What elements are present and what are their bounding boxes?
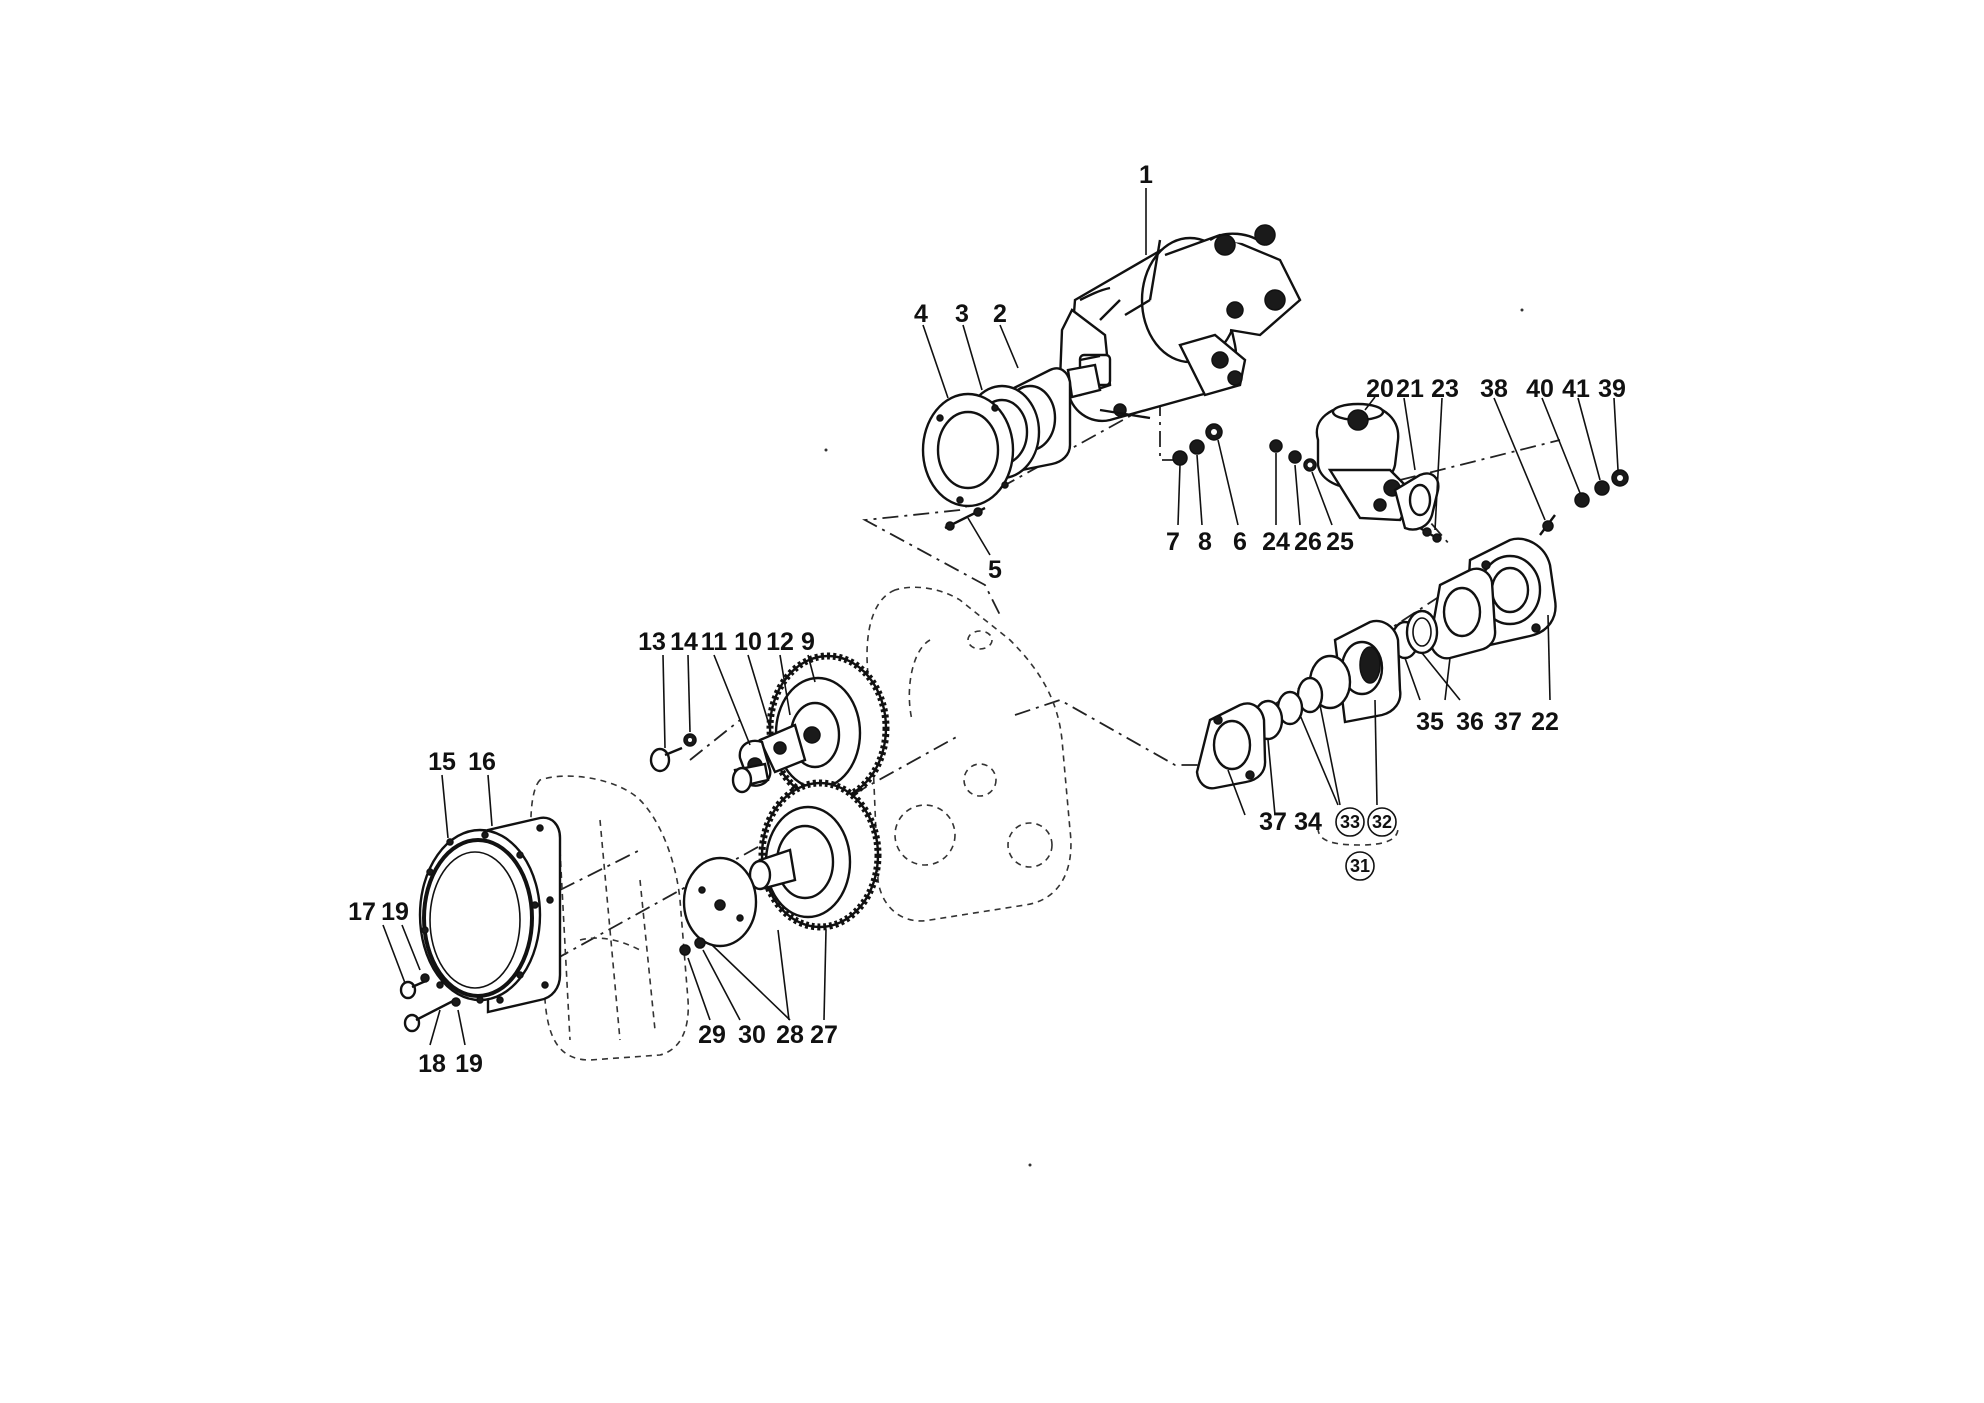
label-1: 1 xyxy=(1139,161,1153,189)
label-32: 32 xyxy=(1372,812,1392,832)
label-22: 22 xyxy=(1531,708,1559,736)
label-24: 24 xyxy=(1262,528,1290,556)
engine-block-ghost xyxy=(530,775,690,1061)
label-20: 20 xyxy=(1366,375,1394,403)
bolt-29-washer-30 xyxy=(679,937,706,956)
upper-gear-9 xyxy=(731,652,890,804)
nuts-24-25-26 xyxy=(1269,439,1317,472)
label-29: 29 xyxy=(698,1021,726,1049)
stud-5 xyxy=(944,506,986,531)
label-39: 39 xyxy=(1598,375,1626,403)
front-cover-15-16 xyxy=(418,816,562,1014)
label-16: 16 xyxy=(468,748,496,776)
label-6: 6 xyxy=(1233,528,1247,556)
label-5: 5 xyxy=(988,556,1002,584)
label-28: 28 xyxy=(776,1021,804,1049)
label-31: 31 xyxy=(1350,856,1370,876)
label-11: 11 xyxy=(701,628,728,656)
idler-hub-28 xyxy=(682,856,758,948)
label-26: 26 xyxy=(1294,528,1322,556)
studs-nuts-38-41 xyxy=(1539,469,1629,536)
label-35: 35 xyxy=(1416,708,1444,736)
feed-pump xyxy=(1315,402,1442,543)
label-10: 10 xyxy=(734,628,762,656)
label-13: 13 xyxy=(638,628,666,656)
bolts-17-18-19 xyxy=(399,973,461,1033)
label-17: 17 xyxy=(348,898,376,926)
label-19-upper: 19 xyxy=(381,898,409,926)
label-33: 33 xyxy=(1340,812,1360,832)
label-15: 15 xyxy=(428,748,456,776)
timing-case-ghost xyxy=(866,586,1072,922)
part-number-labels: 1 2 3 4 5 6 7 8 9 10 11 12 13 14 15 16 1… xyxy=(348,161,1626,1078)
injection-pump xyxy=(1058,224,1302,423)
label-41: 41 xyxy=(1562,375,1590,403)
label-7: 7 xyxy=(1166,528,1180,556)
label-37-left: 37 xyxy=(1259,808,1287,836)
label-8: 8 xyxy=(1198,528,1212,556)
label-38: 38 xyxy=(1480,375,1508,403)
label-30: 30 xyxy=(738,1021,766,1049)
label-37-right: 37 xyxy=(1494,708,1522,736)
bolt-13-washer-14 xyxy=(649,733,697,773)
label-25: 25 xyxy=(1326,528,1354,556)
label-3: 3 xyxy=(955,300,969,328)
bearing-housing-31 xyxy=(1195,619,1402,790)
bearing-cover-22 xyxy=(1428,537,1557,660)
idler-gear-27 xyxy=(748,779,882,931)
label-40: 40 xyxy=(1526,375,1554,403)
label-18: 18 xyxy=(418,1050,446,1078)
label-34: 34 xyxy=(1294,808,1322,836)
label-23: 23 xyxy=(1431,375,1459,403)
label-4: 4 xyxy=(914,300,928,328)
label-14: 14 xyxy=(670,628,698,656)
nuts-6-7-8 xyxy=(1172,423,1223,466)
label-9: 9 xyxy=(801,628,815,656)
label-2: 2 xyxy=(993,300,1007,328)
label-19-lower: 19 xyxy=(455,1050,483,1078)
label-21: 21 xyxy=(1396,375,1424,403)
pump-flange-gaskets xyxy=(921,367,1072,508)
label-12: 12 xyxy=(766,628,794,656)
label-36: 36 xyxy=(1456,708,1484,736)
label-27: 27 xyxy=(810,1021,838,1049)
